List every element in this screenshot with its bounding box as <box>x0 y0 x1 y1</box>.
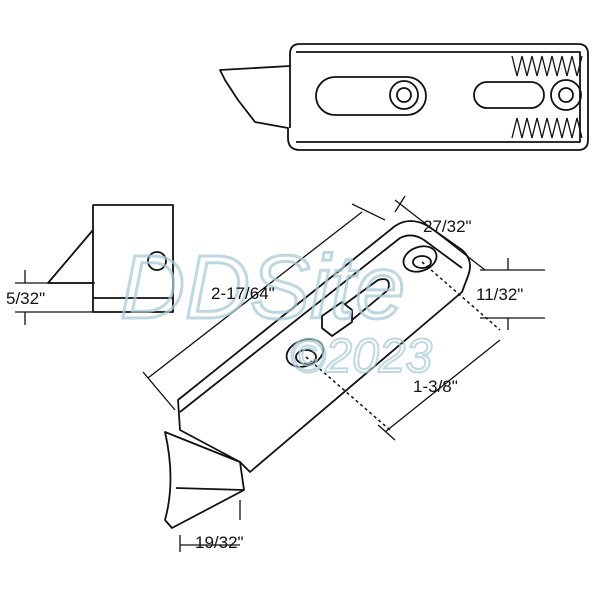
width-label: 27/32" <box>423 217 472 236</box>
watermark: DDSite ©2023 <box>119 237 434 385</box>
iso-view-part <box>164 220 471 529</box>
watermark-name: DDSite <box>120 238 405 338</box>
side-view-part <box>47 204 174 313</box>
thickness-label: 5/32" <box>6 289 45 308</box>
overall-length-label: 2-17/64" <box>211 284 275 303</box>
watermark-year: ©2023 <box>290 330 432 383</box>
dimension-lines <box>15 195 545 552</box>
tongue-width-label: 19/32" <box>195 533 244 552</box>
hole-spacing-label: 1-3/8" <box>413 377 458 396</box>
hole-offset-label: 11/32" <box>476 285 523 304</box>
top-view-part <box>219 43 589 151</box>
